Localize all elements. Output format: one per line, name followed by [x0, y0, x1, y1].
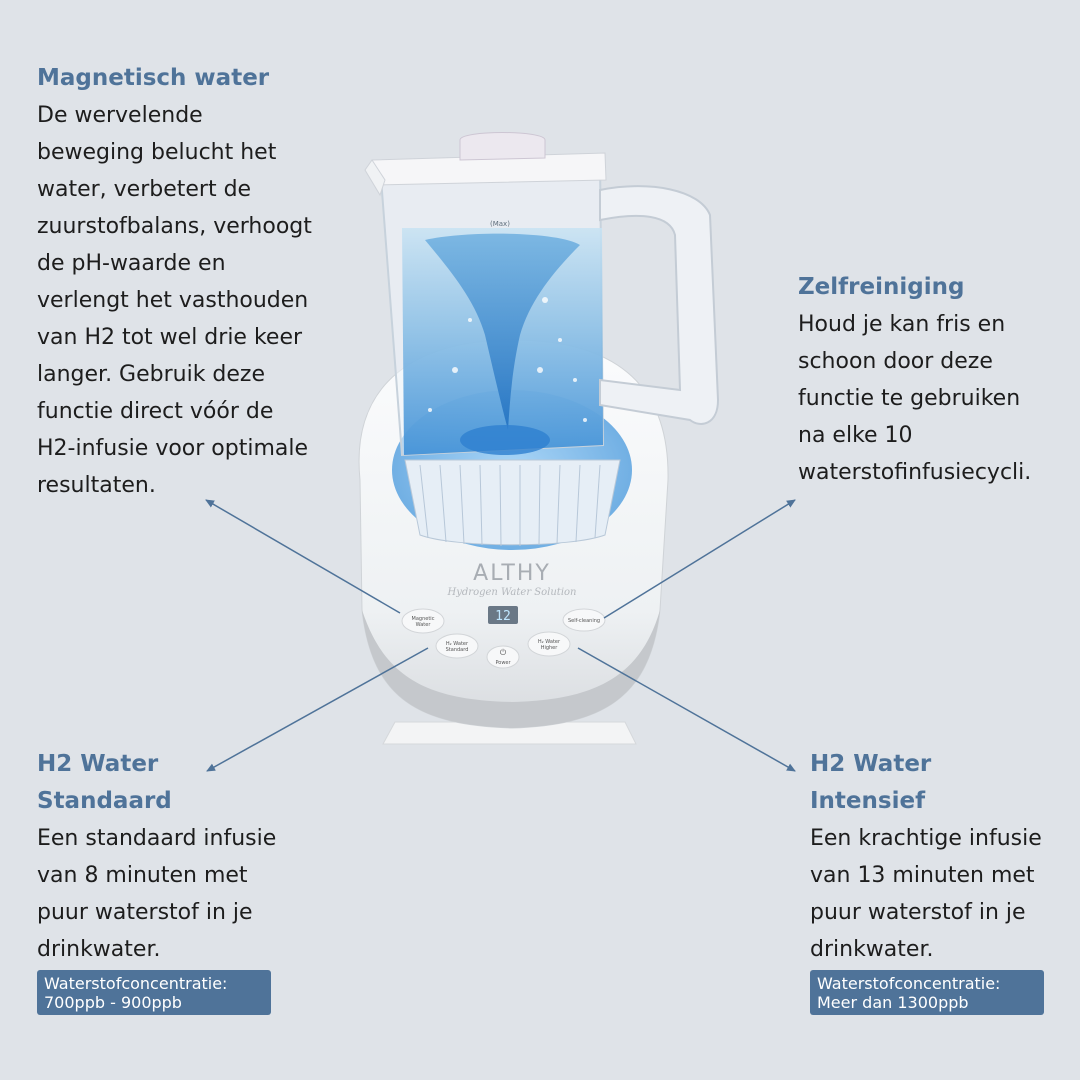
standard-line: drinkwater.	[37, 937, 161, 962]
magnetic-line: langer. Gebruik deze	[37, 362, 266, 387]
display-value: 12	[495, 609, 511, 624]
button-self-cleaning[interactable]: Self-cleaning	[562, 608, 606, 632]
filter-grid	[404, 459, 621, 546]
magnetic-line: de pH-waarde en	[37, 251, 226, 276]
intense-badge-line: Meer dan 1300ppb	[817, 993, 969, 1012]
svg-text:Power: Power	[495, 660, 511, 666]
magnetic-line: beweging belucht het	[37, 140, 277, 165]
magnetic-line: verlengt het vasthouden	[37, 288, 309, 313]
selfclean-section: Zelfreiniging Houd je kan fris en schoon…	[798, 269, 1068, 491]
magnetic-line: H2-infusie voor optimale	[37, 436, 309, 461]
base-shadow	[362, 610, 660, 728]
selfclean-line: na elke 10	[798, 423, 913, 448]
svg-text:Magnetic: Magnetic	[412, 616, 435, 622]
intense-concentration-badge: Waterstofconcentratie: Meer dan 1300ppb	[810, 970, 1044, 1015]
intense-title: Intensief	[810, 788, 926, 814]
svg-text:Higher: Higher	[541, 645, 559, 651]
svg-text:⏻: ⏻	[500, 648, 507, 657]
selfclean-line: functie te gebruiken	[798, 386, 1021, 411]
magnetic-line: zuurstofbalans, verhoogt	[37, 214, 312, 239]
vortex-splash	[460, 425, 550, 455]
jug-handle	[599, 185, 720, 425]
standard-title: Standaard	[37, 788, 172, 814]
brand-logo: ALTHY	[473, 561, 551, 586]
magnetic-line: functie direct vóór de	[37, 399, 274, 424]
intense-section: H2 Water Intensief Een krachtige infusie…	[810, 746, 1075, 968]
magnetic-line: De wervelende	[37, 103, 203, 128]
standard-line: puur waterstof in je	[37, 900, 253, 925]
standard-line: Een standaard infusie	[37, 826, 277, 851]
standard-title: H2 Water	[37, 751, 159, 777]
magnetic-title: Magnetisch water	[37, 65, 270, 91]
svg-text:Standard: Standard	[446, 647, 469, 653]
selfclean-line: Houd je kan fris en	[798, 312, 1006, 337]
button-h2-higher[interactable]: H₂ Water Higher	[527, 631, 571, 657]
intense-title: H2 Water	[810, 751, 932, 777]
intense-line: puur waterstof in je	[810, 900, 1026, 925]
jug-spout	[364, 159, 386, 197]
svg-text:H₂ Water: H₂ Water	[538, 639, 561, 645]
standard-section: H2 Water Standaard Een standaard infusie…	[37, 746, 337, 968]
selfclean-title: Zelfreiniging	[798, 274, 965, 300]
magnetic-line: van H2 tot wel drie keer	[37, 325, 303, 350]
brand-tagline: Hydrogen Water Solution	[447, 587, 577, 598]
standard-badge-line: Waterstofconcentratie:	[44, 974, 228, 993]
intense-line: drinkwater.	[810, 937, 934, 962]
magnetic-line: water, verbetert de	[37, 177, 252, 202]
button-h2-standard[interactable]: H₂ Water Standard	[435, 633, 479, 659]
button-power[interactable]: ⏻ Power	[486, 645, 520, 669]
standard-concentration-badge: Waterstofconcentratie: 700ppb - 900ppb	[37, 970, 271, 1015]
standard-badge-line: 700ppb - 900ppb	[44, 993, 182, 1012]
svg-text:H₂ Water: H₂ Water	[446, 641, 469, 647]
svg-text:Water: Water	[416, 622, 432, 628]
arrow-magnetic	[205, 499, 401, 614]
selfclean-line: waterstofinfusiecycli.	[798, 460, 1032, 485]
arrow-selfclean	[603, 499, 796, 619]
display-screen	[488, 606, 518, 624]
arrow-intense	[577, 647, 796, 772]
lid-knob	[459, 132, 546, 161]
intense-badge-line: Waterstofconcentratie:	[817, 974, 1001, 993]
arrow-standard	[206, 647, 429, 772]
selfclean-line: schoon door deze	[798, 349, 993, 374]
magnetic-section: Magnetisch water De wervelende beweging …	[37, 60, 337, 504]
max-label: (Max)	[490, 220, 510, 228]
standard-line: van 8 minuten met	[37, 863, 248, 888]
button-magnetic-water[interactable]: Magnetic Water	[401, 608, 445, 634]
svg-text:Self-cleaning: Self-cleaning	[568, 618, 600, 624]
intense-line: van 13 minuten met	[810, 863, 1035, 888]
magnetic-line: resultaten.	[37, 473, 156, 498]
vortex	[425, 233, 580, 430]
intense-line: Een krachtige infusie	[810, 826, 1042, 851]
